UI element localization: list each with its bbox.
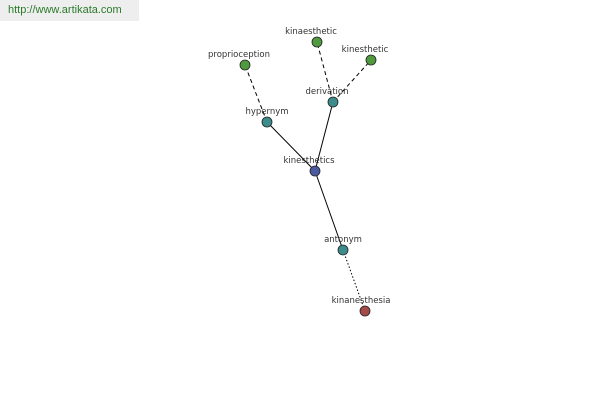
node-label-hypernym: hypernym [245, 107, 288, 117]
node-derivation[interactable]: derivation [305, 87, 349, 108]
node-dot-kinaesthetic[interactable] [311, 36, 323, 48]
node-dot-proprioception[interactable] [239, 59, 251, 71]
node-kinaesthetic[interactable]: kinaesthetic [285, 27, 337, 48]
node-dot-antonym[interactable] [337, 244, 349, 256]
watermark-link[interactable]: http://www.artikata.com [0, 0, 139, 21]
graph-nodes: kinesthetics hypernym derivation antonym pro… [208, 27, 391, 317]
node-dot-kinesthetics[interactable] [309, 165, 321, 177]
edge-derivation-kinaesthetic [316, 41, 334, 103]
node-label-derivation: derivation [305, 87, 348, 97]
edge-derivation-kinesthetic [332, 59, 372, 103]
node-kinesthetics[interactable]: kinesthetics [283, 156, 335, 177]
node-label-kinaesthetic: kinaesthetic [285, 27, 337, 37]
node-hypernym[interactable]: hypernym [245, 107, 289, 128]
edge-kinesthetics-hypernym [266, 121, 316, 172]
node-dot-kinesthetic[interactable] [365, 54, 377, 66]
node-antonym[interactable]: antonym [324, 235, 362, 256]
node-label-proprioception: proprioception [208, 50, 270, 60]
node-dot-kinanesthesia[interactable] [359, 305, 371, 317]
node-label-kinesthetics: kinesthetics [283, 156, 335, 166]
node-proprioception[interactable]: proprioception [208, 50, 270, 71]
node-label-kinanesthesia: kinanesthesia [332, 296, 391, 306]
node-label-antonym: antonym [324, 235, 362, 245]
node-dot-hypernym[interactable] [261, 116, 273, 128]
edge-kinesthetics-antonym [314, 170, 344, 251]
node-kinesthetic[interactable]: kinesthetic [342, 45, 389, 66]
node-dot-derivation[interactable] [327, 96, 339, 108]
edge-hypernym-proprioception [244, 64, 268, 123]
node-kinanesthesia[interactable]: kinanesthesia [332, 296, 391, 317]
edge-antonym-kinanesthesia [342, 249, 366, 312]
graph-edges [244, 41, 372, 312]
edge-kinesthetics-derivation [314, 101, 334, 172]
node-label-kinesthetic: kinesthetic [342, 45, 389, 55]
